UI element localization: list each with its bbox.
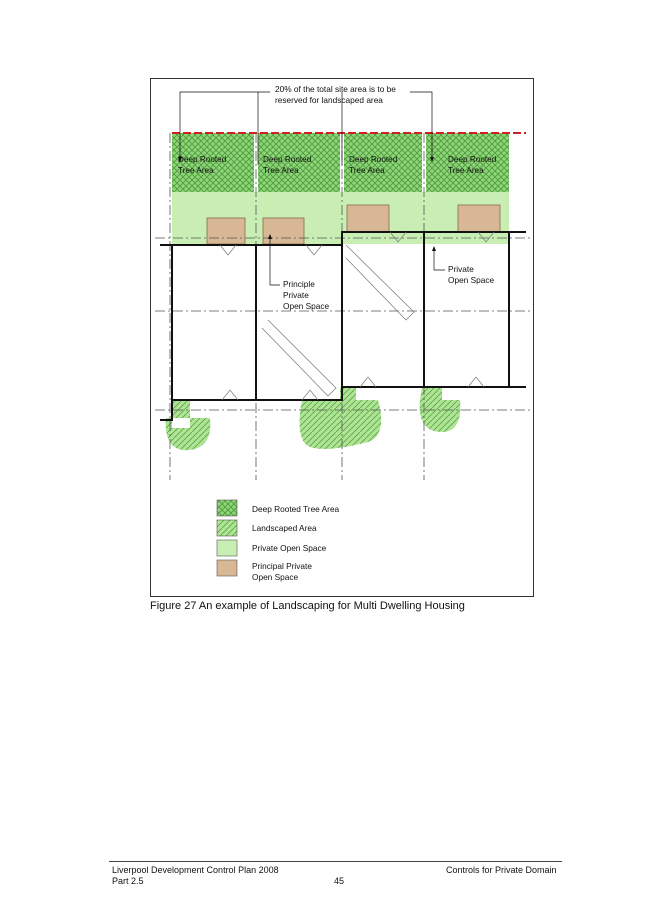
legend-swatch-landscaped xyxy=(216,519,238,537)
deep-rooted-label-3b: Tree Area xyxy=(349,166,385,175)
deep-rooted-label-2a: Deep Rooted xyxy=(263,155,312,164)
footer-divider xyxy=(109,861,562,862)
deep-rooted-label-3a: Deep Rooted xyxy=(349,155,398,164)
legend-label-deep-rooted: Deep Rooted Tree Area xyxy=(252,504,340,514)
lot-division-lines xyxy=(155,133,530,480)
legend-label-landscaped: Landscaped Area xyxy=(252,523,317,533)
annotation-top-line2: reserved for landscaped area xyxy=(275,95,383,105)
legend-swatch-deep-rooted xyxy=(216,499,238,517)
private-open-space-label: Private Open Space xyxy=(448,264,495,285)
legend-label-private-open-space: Private Open Space xyxy=(252,543,327,553)
legend-swatch-private-open-space xyxy=(216,539,238,557)
principle-label-1: Principle xyxy=(283,279,315,289)
door-swing-marks xyxy=(219,231,495,401)
private-label-1: Private xyxy=(448,264,474,274)
front-landscaped-areas xyxy=(165,387,461,451)
deep-rooted-tree-areas xyxy=(172,133,509,192)
dwelling-outlines xyxy=(160,231,526,421)
footer-section-title: Controls for Private Domain xyxy=(446,865,557,875)
page-number: 45 xyxy=(334,876,345,886)
footer-part: Part 2.5 xyxy=(112,876,144,886)
deep-rooted-label-2b: Tree Area xyxy=(263,166,299,175)
figure-caption: Figure 27 An example of Landscaping for … xyxy=(150,600,465,612)
deep-rooted-labels: Deep Rooted Tree Area Deep Rooted Tree A… xyxy=(178,155,497,175)
principle-label-2: Private xyxy=(283,290,309,300)
annotation-arrowheads xyxy=(178,157,436,251)
legend-swatch-principal-private xyxy=(216,559,238,577)
principle-label-3: Open Space xyxy=(283,301,330,311)
principle-private-open-space-label: Principle Private Open Space xyxy=(283,279,330,311)
legend: Deep Rooted Tree Area Landscaped Area Pr… xyxy=(216,499,340,582)
private-label-2: Open Space xyxy=(448,275,495,285)
annotation-top-line1: 20% of the total site area is to be xyxy=(275,84,396,94)
legend-label-principal-private-1: Principal Private xyxy=(252,561,312,571)
deep-rooted-label-1a: Deep Rooted xyxy=(178,155,227,164)
legend-label-principal-private-2: Open Space xyxy=(252,572,299,582)
deep-rooted-label-1b: Tree Area xyxy=(178,166,214,175)
footer-document-title: Liverpool Development Control Plan 2008 xyxy=(112,865,279,875)
annotation-leaders xyxy=(179,91,445,286)
deep-rooted-label-4b: Tree Area xyxy=(448,166,484,175)
deep-rooted-label-4a: Deep Rooted xyxy=(448,155,497,164)
